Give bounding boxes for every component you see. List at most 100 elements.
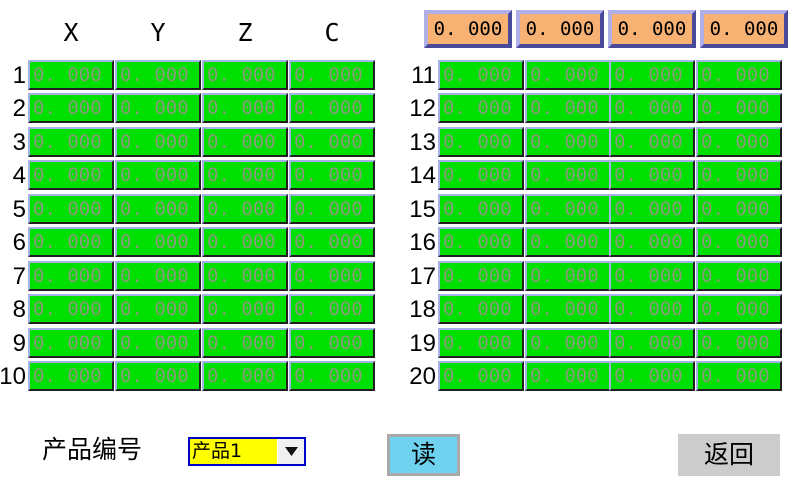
coordinate-cell[interactable]: 0. 000 [115, 194, 201, 224]
coordinate-cell[interactable]: 0. 000 [525, 127, 611, 157]
coordinate-cell[interactable]: 0. 000 [438, 361, 524, 391]
coordinate-cell[interactable]: 0. 000 [696, 294, 782, 324]
coordinate-cell[interactable]: 0. 000 [609, 60, 695, 90]
coordinate-cell[interactable]: 0. 000 [202, 194, 288, 224]
coordinate-cell[interactable]: 0. 000 [202, 294, 288, 324]
coordinate-cell[interactable]: 0. 000 [438, 93, 524, 123]
row-number-label: 9 [12, 330, 26, 357]
coordinate-cell[interactable]: 0. 000 [28, 194, 114, 224]
row-number-label: 7 [12, 263, 26, 290]
read-button[interactable]: 读 [387, 434, 460, 476]
coordinate-cell[interactable]: 0. 000 [696, 194, 782, 224]
column-header-c: C [324, 18, 340, 47]
coordinate-cell[interactable]: 0. 000 [438, 60, 524, 90]
coordinate-cell[interactable]: 0. 000 [115, 160, 201, 190]
coordinate-cell[interactable]: 0. 000 [28, 127, 114, 157]
coordinate-cell[interactable]: 0. 000 [609, 194, 695, 224]
current-position-field-2[interactable]: 0. 000 [516, 10, 604, 48]
coordinate-cell[interactable]: 0. 000 [438, 261, 524, 291]
coordinate-cell[interactable]: 0. 000 [289, 194, 375, 224]
row-number-label: 6 [12, 229, 26, 256]
row-number-label: 5 [12, 196, 26, 223]
coordinate-cell[interactable]: 0. 000 [115, 127, 201, 157]
coordinate-cell[interactable]: 0. 000 [115, 93, 201, 123]
chevron-down-icon[interactable] [277, 439, 304, 464]
row-number-label: 8 [12, 296, 26, 323]
coordinate-cell[interactable]: 0. 000 [525, 227, 611, 257]
coordinate-cell[interactable]: 0. 000 [525, 328, 611, 358]
current-position-field-4[interactable]: 0. 000 [700, 10, 788, 48]
coordinate-cell[interactable]: 0. 000 [525, 194, 611, 224]
coordinate-cell[interactable]: 0. 000 [289, 261, 375, 291]
coordinate-cell[interactable]: 0. 000 [609, 328, 695, 358]
coordinate-cell[interactable]: 0. 000 [525, 261, 611, 291]
coordinate-cell[interactable]: 0. 000 [28, 60, 114, 90]
coordinate-cell[interactable]: 0. 000 [525, 93, 611, 123]
coordinate-cell[interactable]: 0. 000 [438, 294, 524, 324]
coordinate-cell[interactable]: 0. 000 [696, 328, 782, 358]
coordinate-cell[interactable]: 0. 000 [609, 93, 695, 123]
coordinate-cell[interactable]: 0. 000 [289, 60, 375, 90]
coordinate-cell[interactable]: 0. 000 [609, 294, 695, 324]
coordinate-cell[interactable]: 0. 000 [289, 227, 375, 257]
coordinate-cell[interactable]: 0. 000 [115, 294, 201, 324]
coordinate-cell[interactable]: 0. 000 [438, 194, 524, 224]
coordinate-cell[interactable]: 0. 000 [289, 127, 375, 157]
coordinate-cell[interactable]: 0. 000 [696, 160, 782, 190]
coordinate-cell[interactable]: 0. 000 [438, 160, 524, 190]
row-number-label: 13 [409, 129, 436, 156]
coordinate-cell[interactable]: 0. 000 [289, 93, 375, 123]
coordinate-cell[interactable]: 0. 000 [28, 328, 114, 358]
coordinate-cell[interactable]: 0. 000 [202, 361, 288, 391]
coordinate-cell[interactable]: 0. 000 [609, 227, 695, 257]
coordinate-cell[interactable]: 0. 000 [28, 261, 114, 291]
coordinate-cell[interactable]: 0. 000 [202, 261, 288, 291]
coordinate-cell[interactable]: 0. 000 [289, 160, 375, 190]
row-number-label: 4 [12, 162, 26, 189]
coordinate-cell[interactable]: 0. 000 [115, 328, 201, 358]
coordinate-cell[interactable]: 0. 000 [28, 361, 114, 391]
coordinate-cell[interactable]: 0. 000 [202, 328, 288, 358]
coordinate-cell[interactable]: 0. 000 [28, 93, 114, 123]
row-number-label: 3 [12, 129, 26, 156]
coordinate-cell[interactable]: 0. 000 [202, 60, 288, 90]
coordinate-cell[interactable]: 0. 000 [289, 328, 375, 358]
coordinate-cell[interactable]: 0. 000 [696, 127, 782, 157]
coordinate-cell[interactable]: 0. 000 [28, 160, 114, 190]
coordinate-cell[interactable]: 0. 000 [525, 294, 611, 324]
product-number-select[interactable]: 产品1 [188, 437, 306, 466]
coordinate-cell[interactable]: 0. 000 [609, 160, 695, 190]
current-position-field-3[interactable]: 0. 000 [608, 10, 696, 48]
coordinate-cell[interactable]: 0. 000 [438, 227, 524, 257]
coordinate-cell[interactable]: 0. 000 [525, 361, 611, 391]
coordinate-cell[interactable]: 0. 000 [115, 60, 201, 90]
coordinate-cell[interactable]: 0. 000 [115, 227, 201, 257]
coordinate-cell[interactable]: 0. 000 [609, 361, 695, 391]
column-header-x: X [63, 18, 79, 47]
coordinate-cell[interactable]: 0. 000 [28, 294, 114, 324]
coordinate-cell[interactable]: 0. 000 [202, 160, 288, 190]
coordinate-cell[interactable]: 0. 000 [438, 328, 524, 358]
coordinate-cell[interactable]: 0. 000 [289, 361, 375, 391]
coordinate-cell[interactable]: 0. 000 [202, 227, 288, 257]
coordinate-cell[interactable]: 0. 000 [115, 261, 201, 291]
coordinate-cell[interactable]: 0. 000 [525, 60, 611, 90]
current-position-field-1[interactable]: 0. 000 [424, 10, 512, 48]
coordinate-cell[interactable]: 0. 000 [28, 227, 114, 257]
coordinate-cell[interactable]: 0. 000 [438, 127, 524, 157]
coordinate-cell[interactable]: 0. 000 [696, 93, 782, 123]
coordinate-cell[interactable]: 0. 000 [696, 361, 782, 391]
coordinate-cell[interactable]: 0. 000 [609, 261, 695, 291]
coordinate-cell[interactable]: 0. 000 [289, 294, 375, 324]
coordinate-cell[interactable]: 0. 000 [525, 160, 611, 190]
coordinate-cell[interactable]: 0. 000 [202, 127, 288, 157]
coordinate-cell[interactable]: 0. 000 [696, 227, 782, 257]
coordinate-cell[interactable]: 0. 000 [115, 361, 201, 391]
coordinate-cell[interactable]: 0. 000 [696, 60, 782, 90]
coordinate-cell[interactable]: 0. 000 [696, 261, 782, 291]
row-number-label: 10 [0, 363, 26, 390]
back-button[interactable]: 返回 [678, 434, 780, 476]
coordinate-cell[interactable]: 0. 000 [202, 93, 288, 123]
coordinate-cell[interactable]: 0. 000 [609, 127, 695, 157]
